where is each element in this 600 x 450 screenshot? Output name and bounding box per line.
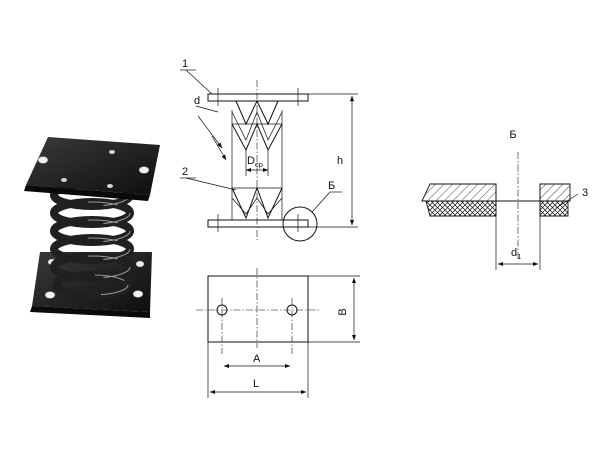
mean-diameter-label: Dср [247, 155, 263, 169]
detail-b-circle [282, 206, 318, 242]
section-b-drawing: Б d1 3 [421, 129, 588, 270]
section-b-title: Б [509, 129, 516, 141]
callout-3-label: 3 [582, 187, 588, 199]
coil-spring [50, 180, 134, 299]
height-h-label: h [337, 155, 343, 167]
top-view-drawing: A L B [196, 268, 360, 398]
callout-2-label: 2 [182, 166, 188, 178]
plan-plate-outline [207, 275, 309, 343]
dim-b-label: B [337, 308, 349, 315]
wire-diameter-label: d [194, 95, 200, 107]
front-top-plate [207, 93, 309, 102]
front-view-drawing: 1 d Dср 2 h Б [180, 58, 358, 242]
dim-a-label: A [253, 353, 261, 365]
top-plate [24, 137, 160, 201]
section-plate-left [421, 183, 497, 202]
front-bottom-plate [207, 219, 309, 228]
hole-diameter-label: d1 [511, 247, 521, 261]
front-spring [231, 99, 283, 220]
section-pad-left [425, 200, 497, 217]
detail-b-label: Б [328, 180, 335, 192]
isolator-photo [24, 137, 160, 318]
section-plate-right [539, 183, 571, 202]
callout-1-label: 1 [182, 58, 188, 70]
dim-l-label: L [253, 378, 259, 390]
